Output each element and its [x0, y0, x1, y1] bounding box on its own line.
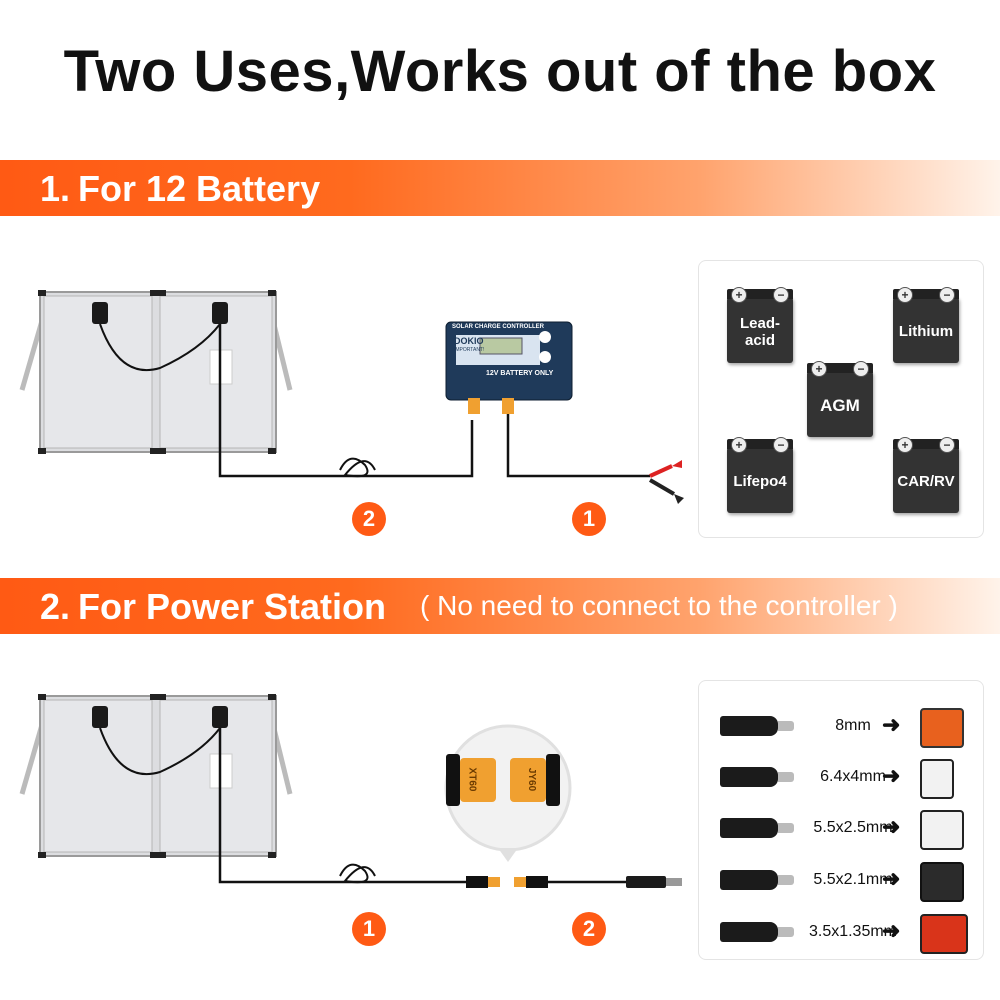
badge-panel-cable: 2 [352, 502, 386, 536]
section2-band: 2. For Power Station ( No need to connec… [0, 578, 1000, 634]
controller-header: SOLAR CHARGE CONTROLLER [452, 324, 544, 330]
section1-band: 1. For 12 Battery [0, 160, 1000, 216]
adapter-5-5x2-1mm: 5.5x2.1mm ➜ [720, 860, 970, 902]
badge-battery-cable: 1 [572, 502, 606, 536]
solar-panel [19, 290, 293, 454]
adapter-6-4x4mm: 6.4x4mm ➜ [720, 757, 970, 799]
battery-lead-acid-line1: Lead- [739, 315, 780, 332]
section1-scene: SOLAR CHARGE CONTROLLER DOKIO IMPORTANT!… [0, 240, 1000, 560]
power-station-icon [920, 810, 964, 850]
section2-number: 2. [40, 586, 71, 627]
controller-battery-label: 12V BATTERY ONLY [486, 370, 554, 377]
battery-agm: +− AGM [807, 361, 873, 437]
connector-jy60-label: JY60 [526, 767, 538, 792]
battery-car-rv: +− CAR/RV [893, 437, 959, 513]
power-station-icon [920, 759, 954, 799]
adapter-6-4x4mm-size: 6.4x4mm [820, 768, 886, 785]
charge-controller [445, 321, 573, 414]
battery-lifepo4-label: Lifepo4 [733, 473, 787, 490]
adapter-8mm: 8mm ➜ [720, 706, 970, 748]
power-station-icon [920, 862, 964, 902]
adapter-8mm-size: 8mm [835, 717, 871, 734]
power-station-wiring-diagram [19, 694, 682, 888]
badge-panel-cable-2: 1 [352, 912, 386, 946]
badge-output-cable-2: 2 [572, 912, 606, 946]
power-station-icon [920, 708, 964, 748]
battery-agm-label: AGM [820, 396, 860, 415]
arrow-icon: ➜ [882, 763, 901, 788]
adapter-5-5x2-5mm-size: 5.5x2.5mm [813, 819, 893, 836]
battery-lead-acid-line2: acid [744, 332, 775, 349]
battery-lithium-label: Lithium [898, 323, 954, 340]
battery-types-box: +− Lead-acid +− Lithium +− AGM +− Lifepo… [698, 260, 984, 538]
controller-brand: DOKIO [454, 336, 484, 346]
adapter-5-5x2-5mm: 5.5x2.5mm ➜ [720, 808, 970, 850]
battery-wiring-diagram [19, 290, 684, 504]
controller-important: IMPORTANT! [454, 347, 485, 353]
arrow-icon: ➜ [882, 712, 901, 737]
connector-xt60-label: XT60 [466, 767, 478, 792]
power-station-icon [920, 914, 968, 954]
battery-lead-acid: +− Lead-acid [727, 287, 793, 363]
arrow-icon: ➜ [882, 918, 901, 943]
arrow-icon: ➜ [882, 814, 901, 839]
adapter-3-5x1-35mm: 3.5x1.35mm ➜ [720, 912, 970, 954]
section1-number: 1. [40, 168, 71, 209]
battery-lithium: +− Lithium [893, 287, 959, 363]
arrow-icon: ➜ [882, 866, 901, 891]
section2-note: ( No need to connect to the controller ) [420, 590, 898, 621]
solar-panel-2 [19, 694, 293, 858]
battery-lifepo4: +− Lifepo4 [727, 437, 793, 513]
page-title: Two Uses,Works out of the box [63, 39, 937, 104]
section1-label: For 12 Battery [78, 168, 321, 209]
section2-scene: XT60 JY60 1 2 8mm ➜ 6.4x4mm ➜ 5.5x2.5mm … [0, 650, 1000, 990]
section2-label: For Power Station [78, 586, 387, 627]
battery-car-rv-label: CAR/RV [897, 473, 955, 490]
adapter-3-5x1-35mm-size: 3.5x1.35mm [808, 923, 898, 940]
adapter-5-5x2-1mm-size: 5.5x2.1mm [813, 871, 893, 888]
